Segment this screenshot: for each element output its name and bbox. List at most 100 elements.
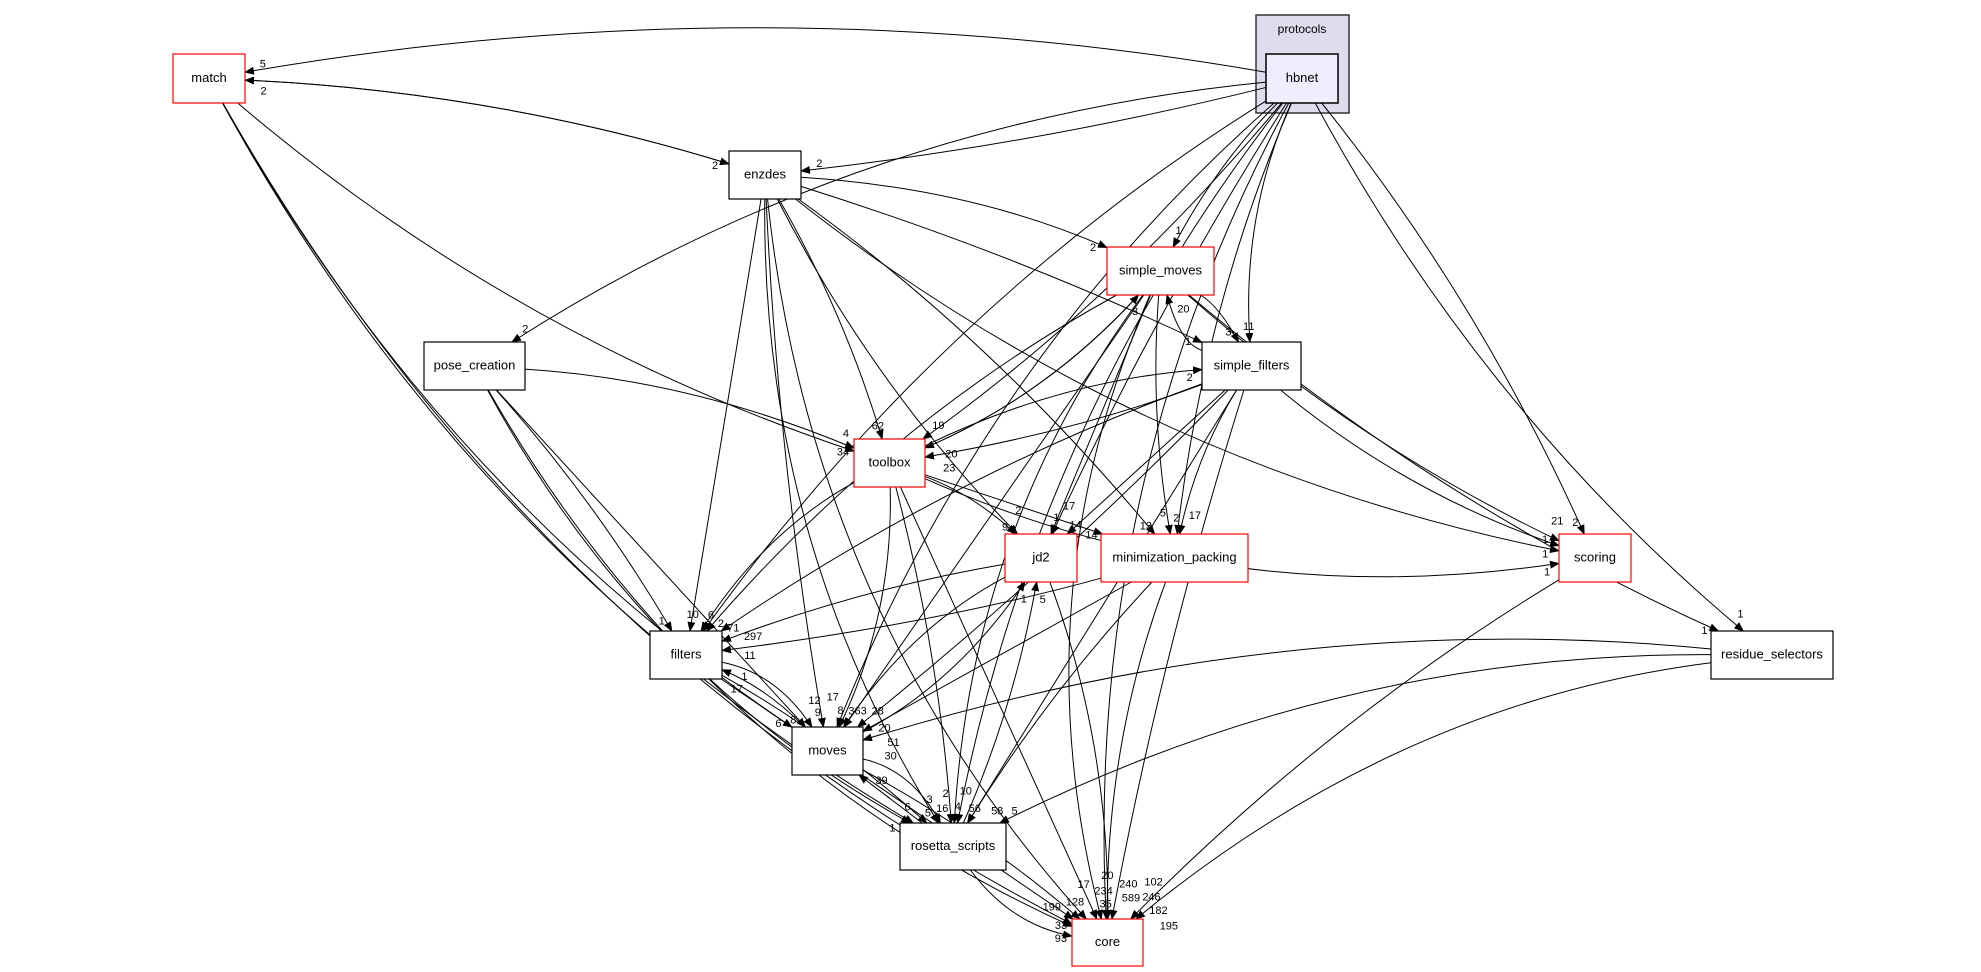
edge-moves-to-jd2[interactable] bbox=[862, 581, 1026, 733]
edge-label[interactable]: 21 bbox=[1551, 515, 1563, 527]
edge-label[interactable]: 58 bbox=[991, 806, 1003, 818]
edge-label[interactable]: 56 bbox=[969, 803, 981, 815]
edge-label[interactable]: 195 bbox=[1160, 920, 1178, 932]
edge-label[interactable]: 20 bbox=[878, 722, 890, 734]
edge-minimization_packing-to-moves[interactable] bbox=[862, 581, 1132, 732]
edge-label[interactable]: 1 bbox=[889, 822, 895, 834]
node-match[interactable]: match bbox=[172, 53, 246, 104]
edge-label[interactable]: 20 bbox=[1101, 870, 1113, 882]
edge-label[interactable]: 589 bbox=[1122, 893, 1140, 905]
edge-enzdes-to-match[interactable] bbox=[244, 76, 730, 165]
edge-match-to-toolbox[interactable] bbox=[237, 102, 855, 453]
edge-label[interactable]: 17 bbox=[731, 683, 743, 695]
node-simple_moves[interactable]: simple_moves bbox=[1106, 246, 1215, 296]
edge-label[interactable]: 8 bbox=[790, 714, 796, 726]
edge-label[interactable]: 234 bbox=[1094, 886, 1112, 898]
edge-label[interactable]: 2 bbox=[1187, 372, 1193, 384]
edge-label[interactable]: 297 bbox=[744, 631, 762, 643]
node-core[interactable]: core bbox=[1071, 918, 1144, 967]
edge-simple_moves-to-moves[interactable] bbox=[843, 294, 1145, 728]
edge-simple_filters-to-simple_moves[interactable] bbox=[1165, 294, 1203, 351]
edge-hbnet-to-moves[interactable] bbox=[836, 102, 1275, 728]
node-rosetta_scripts[interactable]: rosetta_scripts bbox=[899, 822, 1007, 871]
edge-simple_filters-to-jd2[interactable] bbox=[1066, 389, 1226, 535]
node-hbnet[interactable]: hbnet bbox=[1265, 53, 1339, 104]
edge-label[interactable]: 2 bbox=[1572, 517, 1578, 529]
edge-label[interactable]: 1 bbox=[1053, 512, 1059, 524]
edge-simple_filters-to-rosetta_scripts[interactable] bbox=[967, 389, 1238, 824]
edge-label[interactable]: 17 bbox=[1189, 510, 1201, 522]
edge-hbnet-to-scoring[interactable] bbox=[1321, 102, 1585, 535]
edge-minimization_packing-to-rosetta_scripts[interactable] bbox=[967, 581, 1153, 824]
edge-simple_moves-to-minimization_packing[interactable] bbox=[1155, 294, 1173, 535]
edge-label[interactable]: 3 bbox=[1225, 326, 1231, 338]
edge-label[interactable]: 10 bbox=[687, 609, 699, 621]
edge-toolbox-to-minimization_packing[interactable] bbox=[924, 474, 1104, 535]
edge-scoring-to-core[interactable] bbox=[1130, 579, 1560, 920]
edge-label[interactable]: 11 bbox=[744, 650, 755, 662]
edge-match-to-core[interactable] bbox=[222, 102, 1073, 925]
edge-hbnet-to-simple_moves[interactable] bbox=[1172, 102, 1278, 248]
edge-label[interactable]: 4 bbox=[843, 428, 849, 440]
edge-label[interactable]: 2 bbox=[1015, 505, 1021, 517]
edge-label[interactable]: 9 bbox=[815, 707, 821, 719]
edge-label[interactable]: 2 bbox=[1090, 242, 1096, 254]
edge-pose_creation-to-toolbox[interactable] bbox=[524, 368, 855, 449]
edge-enzdes-to-filters[interactable] bbox=[687, 198, 762, 632]
edge-label[interactable]: 9 bbox=[1002, 522, 1008, 534]
edge-label[interactable]: 20 bbox=[1177, 303, 1189, 315]
edge-label[interactable]: 3 bbox=[1132, 306, 1138, 318]
edge-residue_selectors-to-rosetta_scripts[interactable] bbox=[998, 654, 1712, 824]
edge-label[interactable]: 1 bbox=[1542, 549, 1548, 561]
edge-match-to-rosetta_scripts[interactable] bbox=[222, 102, 915, 824]
edge-label[interactable]: 1 bbox=[1175, 225, 1181, 237]
edge-toolbox-to-moves[interactable] bbox=[838, 486, 891, 728]
edge-label[interactable]: 5 bbox=[1012, 806, 1018, 818]
edge-label[interactable]: 34 bbox=[837, 447, 849, 459]
edge-enzdes-to-simple_moves[interactable] bbox=[800, 176, 1108, 248]
node-residue_selectors[interactable]: residue_selectors bbox=[1710, 630, 1834, 680]
node-minimization_packing[interactable]: minimization_packing bbox=[1100, 533, 1249, 583]
edge-label[interactable]: 1 bbox=[1021, 594, 1027, 606]
edge-residue_selectors-to-moves[interactable] bbox=[862, 638, 1712, 742]
edge-rosetta_scripts-to-core[interactable] bbox=[970, 869, 1073, 939]
edge-label[interactable]: 8 bbox=[837, 705, 843, 717]
edge-label[interactable]: 128 bbox=[1066, 897, 1084, 909]
edge-pose_creation-to-filters[interactable] bbox=[495, 389, 673, 632]
edge-moves-to-rosetta_scripts[interactable] bbox=[862, 758, 941, 824]
edge-pose_creation-to-moves[interactable] bbox=[496, 389, 807, 728]
edge-enzdes-to-minimization_packing[interactable] bbox=[798, 198, 1156, 535]
edge-toolbox-to-rosetta_scripts[interactable] bbox=[895, 486, 955, 824]
edge-match-to-enzdes[interactable] bbox=[244, 79, 730, 166]
edge-toolbox-to-simple_moves[interactable] bbox=[924, 294, 1140, 449]
node-scoring[interactable]: scoring bbox=[1558, 533, 1632, 583]
edge-minimization_packing-to-filters[interactable] bbox=[721, 577, 1102, 654]
edge-simple_moves-to-jd2[interactable] bbox=[1050, 294, 1151, 535]
edge-label[interactable]: 240 bbox=[1119, 879, 1137, 891]
node-moves[interactable]: moves bbox=[791, 726, 864, 776]
edge-label[interactable]: 363 bbox=[848, 705, 866, 717]
edge-label[interactable]: 182 bbox=[1149, 905, 1167, 917]
edge-hbnet-to-enzdes[interactable] bbox=[800, 86, 1267, 174]
edge-label[interactable]: 6 bbox=[775, 718, 781, 730]
edge-toolbox-to-core[interactable] bbox=[899, 486, 1098, 920]
edge-label[interactable]: 14 bbox=[1085, 530, 1097, 542]
edge-label[interactable]: 5 bbox=[260, 59, 266, 71]
edge-label[interactable]: 71 bbox=[727, 623, 739, 635]
edge-label[interactable]: 1 bbox=[1185, 336, 1191, 348]
edge-label[interactable]: 2 bbox=[816, 158, 822, 170]
node-toolbox[interactable]: toolbox bbox=[853, 438, 926, 488]
edge-rosetta_scripts-to-moves[interactable] bbox=[858, 774, 923, 824]
edge-label[interactable]: 2 bbox=[1173, 512, 1179, 524]
edge-label[interactable]: 12 bbox=[808, 695, 820, 707]
edge-label[interactable]: 30 bbox=[884, 751, 896, 763]
node-simple_filters[interactable]: simple_filters bbox=[1201, 341, 1302, 391]
edge-label[interactable]: 23 bbox=[943, 462, 955, 474]
edge-label[interactable]: 62 bbox=[872, 421, 884, 433]
edge-label[interactable]: 2 bbox=[718, 618, 724, 630]
edge-label[interactable]: 1 bbox=[1701, 625, 1707, 637]
edge-label[interactable]: 2 bbox=[522, 323, 528, 335]
node-jd2[interactable]: jd2 bbox=[1004, 533, 1078, 583]
node-enzdes[interactable]: enzdes bbox=[728, 150, 802, 200]
edge-label[interactable]: 51 bbox=[887, 737, 899, 749]
